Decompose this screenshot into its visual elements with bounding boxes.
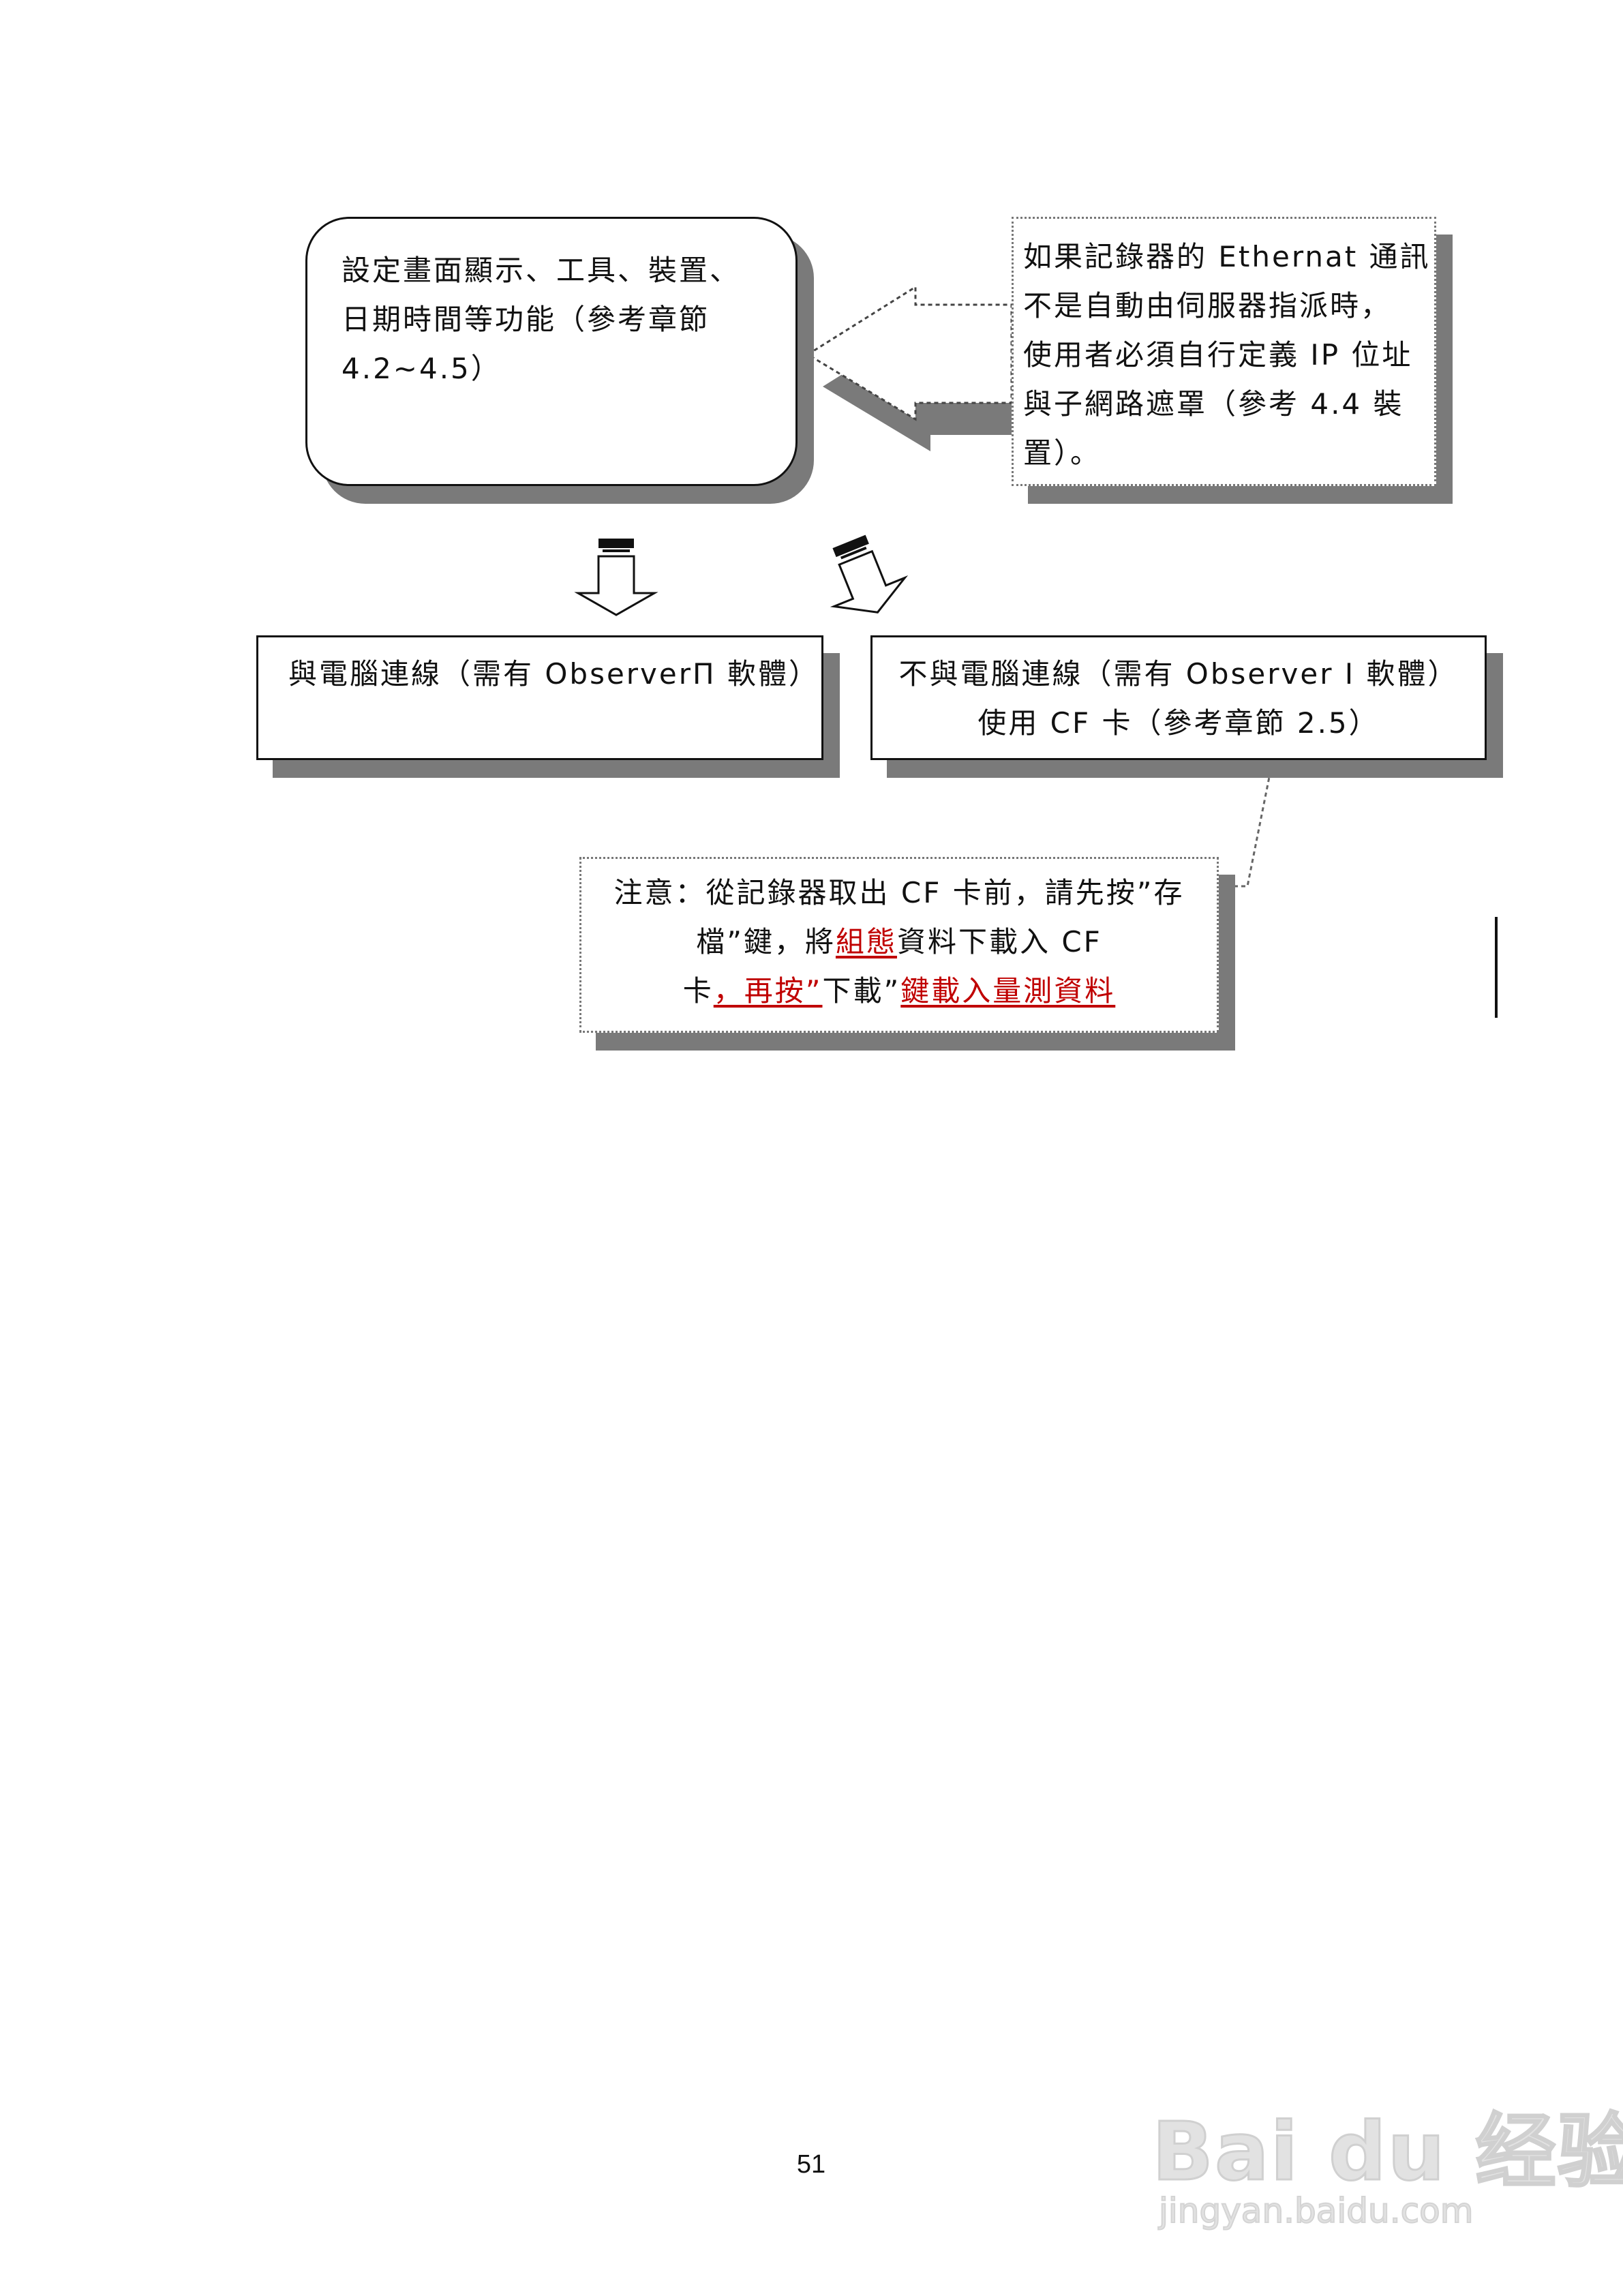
settings-line-2: 日期時間等功能（參考章節 xyxy=(342,303,710,336)
caution-line-3-mid: 下載” xyxy=(822,974,901,1008)
caution-line-1: 注意：從記錄器取出 CF 卡前，請先按”存 xyxy=(613,876,1185,909)
down-arrow-left xyxy=(574,539,658,616)
caution-line-2: 檔”鍵，將組態資料下載入 CF xyxy=(588,918,1210,967)
watermark-logo: Bai du 经验 xyxy=(1151,2104,1623,2200)
ethernet-line-3: 使用者必須自行定義 IP 位址 xyxy=(1023,338,1413,372)
caution-line-3-emphasis-1: ，再按” xyxy=(713,974,823,1008)
callout-leader xyxy=(1219,776,1271,888)
ethernet-line-5: 置）。 xyxy=(1023,436,1102,470)
with-pc-node: 與電腦連線（需有 ObserverΠ 軟體） xyxy=(256,635,823,760)
ethernet-line-1: 如果記錄器的 Ethernat 通訊 xyxy=(1023,240,1431,273)
caution-line-2-emphasis: 組態 xyxy=(835,925,897,958)
caution-line-2-post: 資料下載入 CF xyxy=(896,925,1102,958)
caution-line-2-pre: 檔”鍵，將 xyxy=(696,925,836,958)
baidu-watermark: Bai du 经验 jingyan.baidu.com xyxy=(1151,2045,1623,2250)
ethernet-line-4: 與子網路遮罩（參考 4.4 裝 xyxy=(1023,387,1404,421)
without-pc-line-2: 使用 CF 卡（參考章節 2.5） xyxy=(977,706,1380,740)
page-number: 51 xyxy=(796,2150,826,2179)
down-arrow-right xyxy=(830,534,909,614)
caution-line-3-emphasis-2: 鍵載入量測資料 xyxy=(900,974,1116,1008)
ethernet-line-2: 不是自動由伺服器指派時， xyxy=(1023,289,1392,322)
caution-note: 注意：從記錄器取出 CF 卡前，請先按”存 檔”鍵，將組態資料下載入 CF 卡，… xyxy=(579,857,1219,1033)
without-pc-node: 不與電腦連線（需有 Observer I 軟體） 使用 CF 卡（參考章節 2.… xyxy=(870,635,1487,760)
left-arrow xyxy=(806,285,1027,451)
caution-line-3: 卡，再按”下載”鍵載入量測資料 xyxy=(588,967,1210,1016)
watermark-url: jingyan.baidu.com xyxy=(1158,2190,1474,2231)
settings-line-3: 4.2~4.5） xyxy=(342,352,502,385)
with-pc-line-1: 與電腦連線（需有 ObserverΠ 軟體） xyxy=(288,657,819,691)
margin-change-bar xyxy=(1495,917,1498,1018)
without-pc-line-1: 不與電腦連線（需有 Observer I 軟體） xyxy=(898,657,1459,691)
caution-line-3-pre: 卡 xyxy=(682,974,714,1008)
ethernet-note: 如果記錄器的 Ethernat 通訊 不是自動由伺服器指派時， 使用者必須自行定… xyxy=(1012,217,1436,486)
settings-line-1: 設定畫面顯示、工具、裝置、 xyxy=(342,254,741,287)
settings-node: 設定畫面顯示、工具、裝置、 日期時間等功能（參考章節 4.2~4.5） xyxy=(305,217,798,486)
